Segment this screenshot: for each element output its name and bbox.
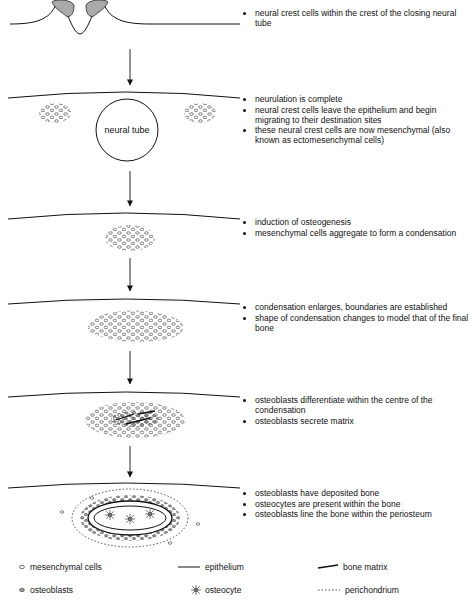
stage-panel: neurulation is completeneural crest cell… (0, 88, 474, 168)
mesenchymal-cluster (39, 103, 71, 123)
mesenchymal-cell (90, 497, 94, 500)
bullet-text: neurulation is complete (255, 94, 470, 104)
stage-5-illustration (8, 392, 240, 438)
stage-4-illustration (8, 299, 240, 342)
perichondrium-sample (318, 590, 340, 591)
stage-6-illustration (8, 483, 240, 547)
neural-fold (52, 0, 74, 17)
epithelium (8, 299, 240, 304)
legend-text: perichondrium (345, 585, 399, 595)
bullet-text: osteoblasts differentiate within the cen… (255, 395, 470, 415)
epithelium (8, 483, 240, 488)
tube-label: neural tube (104, 125, 149, 135)
perichondrium (72, 489, 188, 547)
stage-arrow (130, 351, 131, 384)
bone-matrix-sample (318, 565, 338, 568)
bullet-list: osteoblasts differentiate within the cen… (246, 395, 470, 426)
bullet-list: condensation enlarges, boundaries are es… (246, 302, 470, 333)
osteocyte (145, 509, 155, 519)
bullet-list: osteoblasts have deposited boneosteocyte… (246, 488, 470, 520)
bullet-text: induction of osteogenesis (255, 217, 470, 227)
stage-panel: condensation enlarges, boundaries are es… (0, 294, 474, 348)
legend-text: osteocyte (205, 585, 241, 595)
condensation (85, 402, 185, 438)
epithelium (8, 392, 240, 397)
condensation (105, 225, 155, 251)
stage-panel: neural crest cells within the crest of t… (0, 0, 474, 46)
osteoblast-group (111, 411, 159, 427)
stage-panel: osteoblasts differentiate within the cen… (0, 387, 474, 443)
mesenchymal-cell (60, 511, 64, 514)
bullet-text: osteoblasts line the bone within the per… (255, 509, 470, 519)
legend-text: bone matrix (343, 562, 387, 572)
bullet-text: osteoblasts have deposited bone (255, 488, 470, 498)
bullet-list: induction of osteogenesismesenchymal cel… (246, 217, 470, 238)
osteocyte-sample (191, 585, 201, 595)
bullet-text: osteoblasts secrete matrix (255, 416, 470, 426)
tube-outline (96, 99, 158, 161)
legend-text: epithelium (205, 562, 244, 572)
bullet-text: osteocytes are present within the bone (255, 499, 470, 509)
condensation (88, 311, 184, 342)
stage-panel: osteoblasts have deposited boneosteocyte… (0, 480, 474, 550)
osteocyte (125, 514, 135, 524)
bullet-list: neural crest cells within the crest of t… (246, 8, 470, 29)
osteocyte (105, 510, 115, 520)
bullet-text: these neural crest cells are now mesench… (255, 125, 470, 145)
bullet-text: neural crest cells leave the epithelium … (255, 105, 470, 125)
bullet-text: shape of condensation changes to model t… (255, 313, 470, 333)
mesenchymal-cluster (184, 103, 216, 123)
mesenchymal-cell (196, 523, 200, 526)
neural-fold (86, 0, 108, 17)
bone-matrix (94, 506, 166, 530)
legend-text: osteoblasts (30, 585, 73, 595)
epithelium-sample (178, 567, 200, 568)
epithelium (10, 4, 240, 34)
stage-arrow (130, 49, 131, 85)
stage-arrow (130, 258, 131, 291)
legend-text: mesenchymal cells (30, 562, 102, 572)
stage-arrow (130, 446, 131, 477)
epithelium (8, 92, 240, 98)
tube-circle: neural tube (95, 98, 159, 162)
bullet-list: neurulation is completeneural crest cell… (246, 94, 470, 146)
mesenchymal-cell (168, 542, 172, 545)
bullet-text: condensation enlarges, boundaries are es… (255, 302, 470, 312)
tube-text-holder: neural tube (95, 98, 159, 162)
stage-arrow (130, 171, 131, 206)
bullet-text: neural crest cells within the crest of t… (255, 8, 470, 28)
bone-matrix (88, 501, 172, 535)
mesenchymal-sample (20, 565, 25, 568)
stage-3-illustration (8, 213, 240, 251)
osteoblast-layer (80, 495, 180, 541)
bone-matrix (116, 411, 155, 424)
epithelium (8, 213, 240, 219)
stage-1-illustration (10, 0, 240, 34)
stage-panel: induction of osteogenesismesenchymal cel… (0, 209, 474, 255)
osteoblast-sample (20, 588, 25, 591)
bullet-text: mesenchymal cells aggregate to form a co… (255, 228, 470, 238)
